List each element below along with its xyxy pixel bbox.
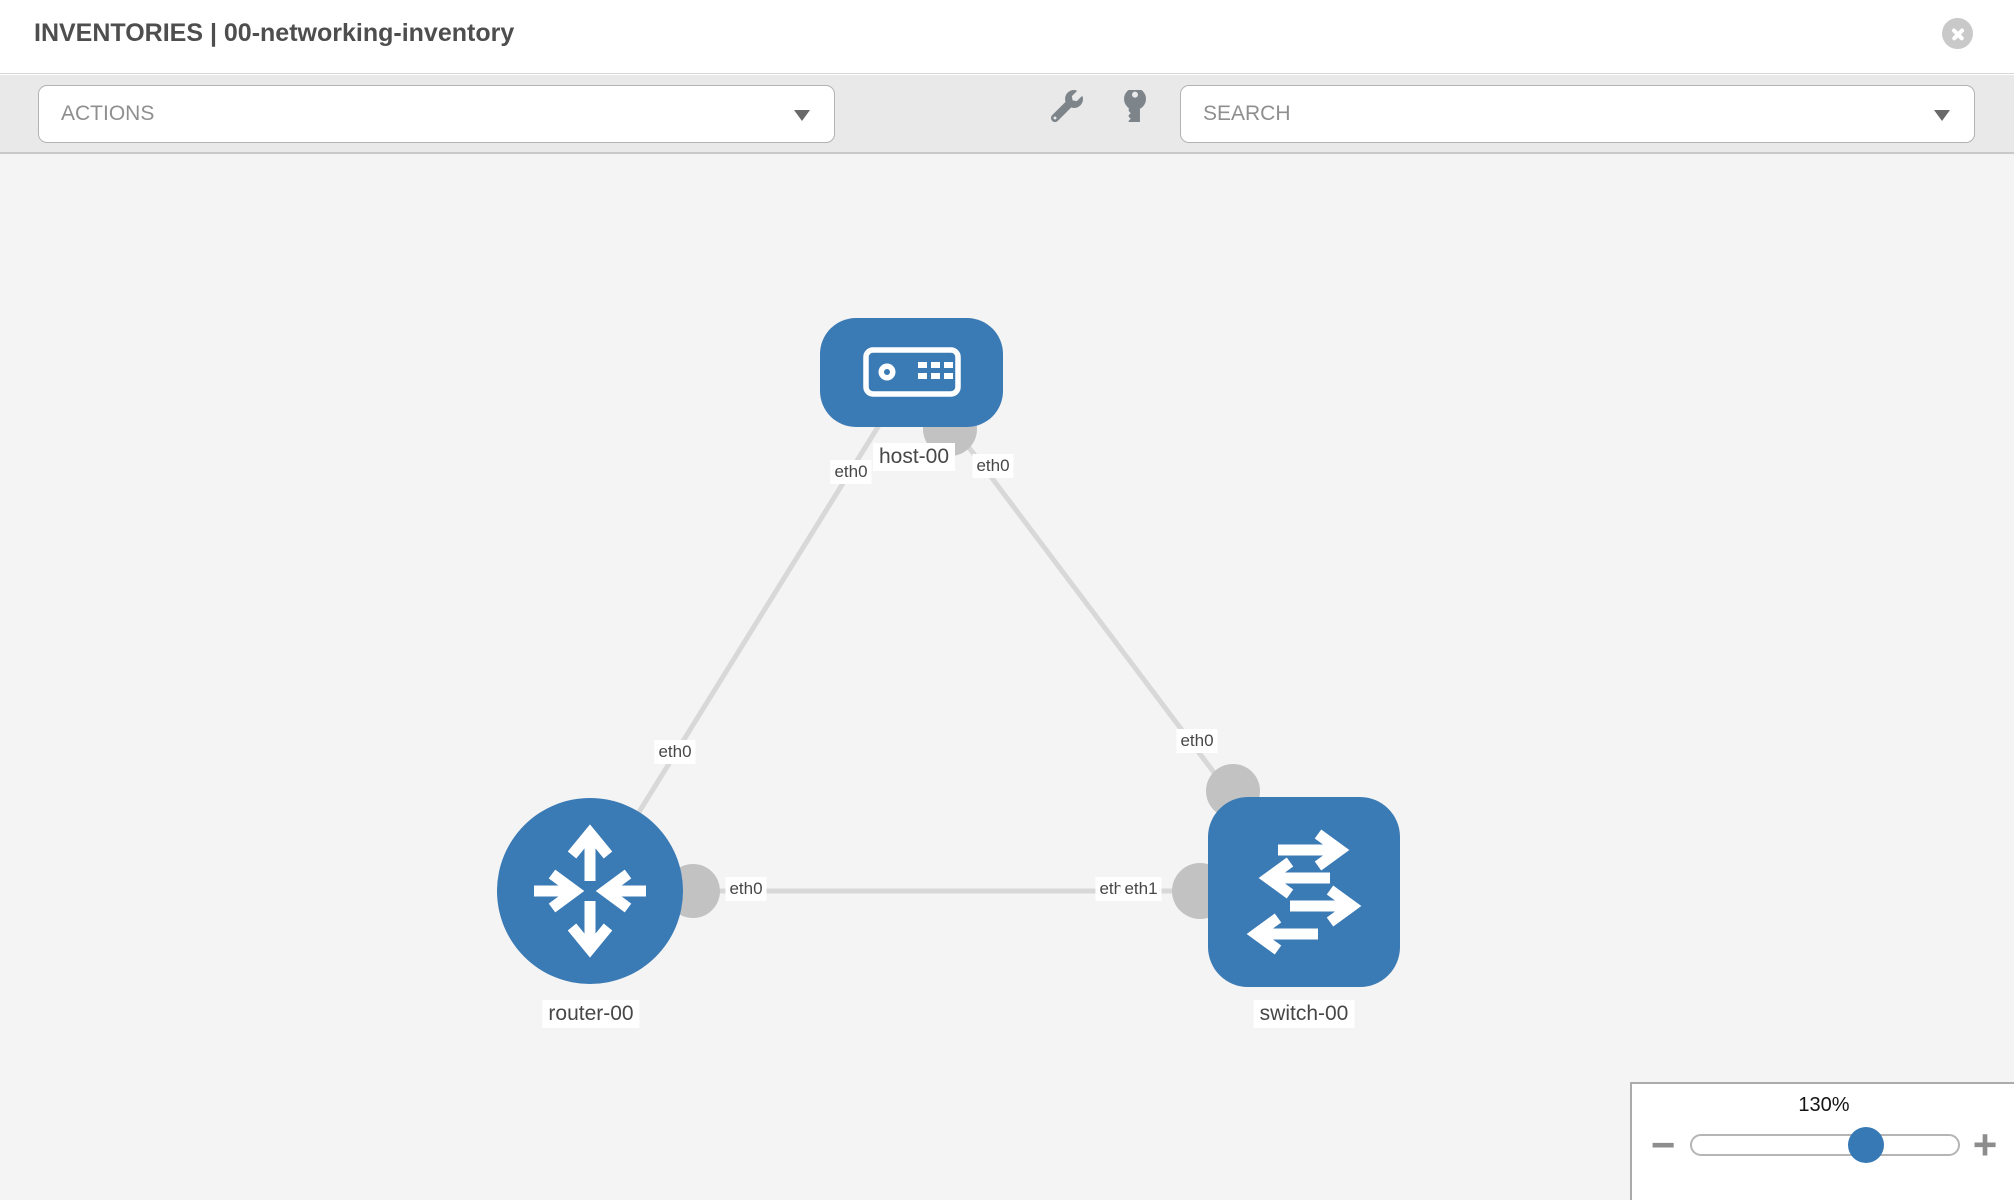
- host-icon: [863, 347, 961, 397]
- caret-down-icon: [1934, 110, 1950, 121]
- panel-header: INVENTORIES | 00-networking-inventory: [0, 0, 2014, 74]
- switch-icon: [1246, 829, 1362, 955]
- iface-label-router-eth0-uplink: eth0: [654, 740, 696, 764]
- actions-dropdown-label: ACTIONS: [61, 102, 155, 125]
- actions-dropdown[interactable]: ACTIONS: [38, 85, 835, 143]
- link-host-router[interactable]: [587, 370, 915, 893]
- node-router-00[interactable]: [497, 798, 683, 984]
- zoom-panel: 130% − +: [1630, 1082, 2014, 1200]
- search-dropdown-label: SEARCH: [1203, 102, 1291, 125]
- router-icon: [534, 824, 646, 958]
- search-dropdown[interactable]: SEARCH: [1180, 85, 1975, 143]
- zoom-slider-track[interactable]: [1690, 1134, 1960, 1156]
- zoom-out-button[interactable]: −: [1644, 1124, 1682, 1166]
- iface-label-switch-eth1: eth1: [1120, 877, 1162, 901]
- close-button[interactable]: [1942, 18, 1973, 49]
- close-icon: [1949, 25, 1966, 42]
- node-host-00[interactable]: [820, 318, 1003, 427]
- topology-canvas[interactable]: host-00 router-00 switch-00 eth0 eth0 et…: [0, 154, 2014, 1200]
- page-title: INVENTORIES | 00-networking-inventory: [34, 19, 515, 47]
- node-label-router-00[interactable]: router-00: [542, 1000, 640, 1028]
- wrench-icon: [1051, 90, 1083, 122]
- iface-label-router-eth0: eth0: [725, 877, 767, 901]
- caret-down-icon: [794, 110, 810, 121]
- iface-label-switch-eth0-uplink: eth0: [1176, 729, 1218, 753]
- node-label-host-00[interactable]: host-00: [872, 443, 956, 471]
- node-switch-00[interactable]: [1208, 797, 1400, 987]
- iface-label-host-eth0-right: eth0: [972, 454, 1014, 478]
- key-icon: [1123, 90, 1147, 122]
- zoom-in-button[interactable]: +: [1966, 1124, 2004, 1166]
- key-button[interactable]: [1114, 83, 1156, 125]
- zoom-slider-knob[interactable]: [1848, 1127, 1884, 1163]
- wrench-button[interactable]: [1046, 83, 1088, 125]
- toolbar: ACTIONS SEARCH: [0, 75, 2014, 154]
- zoom-level: 130%: [1798, 1094, 1850, 1116]
- zoom-slider[interactable]: [1690, 1127, 1960, 1165]
- iface-label-host-eth0-left: eth0: [830, 460, 872, 484]
- node-label-switch-00[interactable]: switch-00: [1253, 1000, 1355, 1028]
- topology-graph: [497, 318, 1400, 987]
